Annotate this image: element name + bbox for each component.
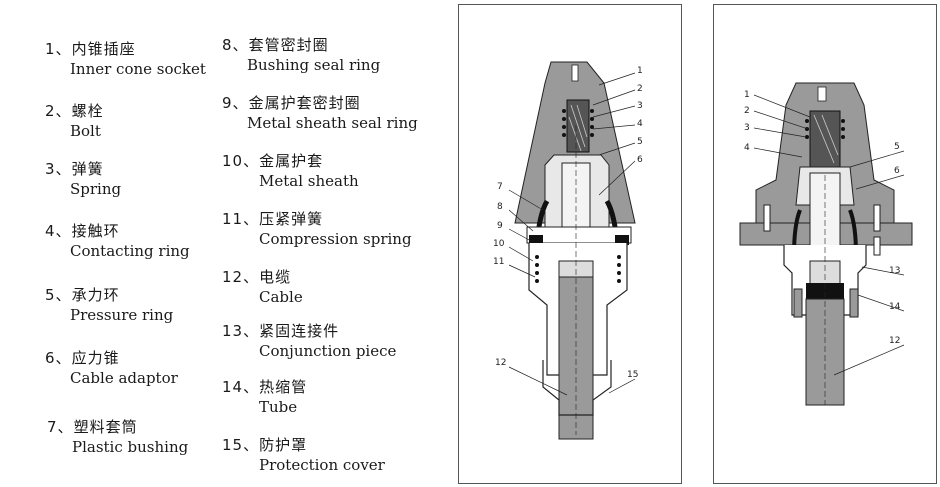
legend-en: Bolt	[70, 122, 101, 140]
legend-cn: 8、套管密封圈	[222, 36, 329, 54]
legend-en: Inner cone socket	[70, 60, 206, 78]
cable-termination-diagram-2: 1 2 3 4 5 6 13 14 12	[739, 82, 913, 406]
legend-en: Compression spring	[259, 230, 412, 248]
legend-cn: 11、压紧弹簧	[222, 210, 324, 228]
legend-item-14: 14、热缩管 Tube	[222, 378, 307, 417]
legend-en: Metal sheath seal ring	[247, 114, 418, 132]
bolt	[809, 110, 841, 168]
callout-1: 1	[744, 90, 750, 100]
legend-cn: 2、螺栓	[45, 102, 104, 120]
legend-en: Cable adaptor	[70, 369, 178, 387]
callout-14: 14	[889, 302, 901, 312]
legend-item-15: 15、防护罩 Protection cover	[222, 436, 385, 475]
seal-block	[809, 260, 841, 286]
black-band	[806, 283, 844, 299]
callout-5: 5	[637, 137, 643, 147]
callout-1: 1	[637, 66, 643, 76]
legend-en: Protection cover	[259, 456, 385, 474]
legend-cn: 15、防护罩	[222, 436, 308, 454]
legend-en: Contacting ring	[70, 242, 190, 260]
legend-en: Pressure ring	[70, 306, 174, 324]
legend-cn: 12、电缆	[222, 268, 292, 286]
legend-cn: 4、接触环	[45, 222, 120, 240]
callout-8: 8	[497, 202, 503, 212]
legend-en: Tube	[259, 398, 298, 416]
legend-cn: 9、金属护套密封圈	[222, 94, 361, 112]
callout-7: 7	[497, 182, 503, 192]
callout-3: 3	[744, 123, 750, 133]
legend-en: Cable	[259, 288, 303, 306]
callout-9: 9	[497, 221, 503, 231]
callout-10: 10	[493, 239, 505, 249]
cable-termination-diagram-1: 1 2 3 4 5 6 7 8 9 10 11 12 15	[493, 61, 643, 440]
callout-4: 4	[744, 143, 750, 153]
legend-item-2: 2、螺栓 Bolt	[45, 102, 104, 141]
callout-6: 6	[894, 166, 900, 176]
callout-2: 2	[637, 84, 643, 94]
legend-cn: 13、紧固连接件	[222, 322, 340, 340]
legend-item-5: 5、承力环 Pressure ring	[45, 286, 173, 325]
legend-cn: 10、金属护套	[222, 152, 324, 170]
legend-en: Spring	[70, 180, 122, 198]
callout-4: 4	[637, 119, 643, 129]
callout-6: 6	[637, 155, 643, 165]
callout-5: 5	[894, 142, 900, 152]
legend-item-9: 9、金属护套密封圈 Metal sheath seal ring	[222, 94, 418, 133]
legend-item-7: 7、塑料套筒 Plastic bushing	[47, 418, 188, 457]
legend-item-13: 13、紧固连接件 Conjunction piece	[222, 322, 396, 361]
callout-11: 11	[493, 257, 504, 267]
callout-2: 2	[744, 106, 750, 116]
callout-13: 13	[889, 266, 900, 276]
legend-en: Plastic bushing	[72, 438, 189, 456]
legend-cn: 14、热缩管	[222, 378, 308, 396]
legend-item-12: 12、电缆 Cable	[222, 268, 303, 307]
cable	[558, 276, 594, 440]
top-slot	[571, 64, 579, 82]
compression-spring	[535, 255, 621, 283]
legend-cn: 5、承力环	[45, 286, 120, 304]
legend-en: Metal sheath	[259, 172, 359, 190]
diagram-panel-2: 1 2 3 4 5 6 13 14 12	[713, 4, 937, 484]
legend-item-6: 6、应力锥 Cable adaptor	[45, 349, 178, 388]
legend-item-11: 11、压紧弹簧 Compression spring	[222, 210, 412, 249]
callout-15: 15	[627, 370, 638, 380]
callout-12: 12	[889, 336, 900, 346]
diagram-panel-1: 1 2 3 4 5 6 7 8 9 10 11 12 15	[458, 4, 682, 484]
legend-item-4: 4、接触环 Contacting ring	[45, 222, 190, 261]
legend-cn: 7、塑料套筒	[47, 418, 138, 436]
legend-cn: 6、应力锥	[45, 349, 120, 367]
legend-cn: 3、弹簧	[45, 160, 104, 178]
legend-en: Conjunction piece	[259, 342, 397, 360]
tube	[793, 288, 803, 318]
legend-cn: 1、内锥插座	[45, 40, 136, 58]
callout-3: 3	[637, 101, 643, 111]
legend-en: Bushing seal ring	[247, 56, 381, 74]
callout-12: 12	[495, 358, 506, 368]
legend-item-10: 10、金属护套 Metal sheath	[222, 152, 359, 191]
legend-item-3: 3、弹簧 Spring	[45, 160, 121, 199]
legend-item-8: 8、套管密封圈 Bushing seal ring	[222, 36, 380, 75]
legend-item-1: 1、内锥插座 Inner cone socket	[45, 40, 206, 79]
